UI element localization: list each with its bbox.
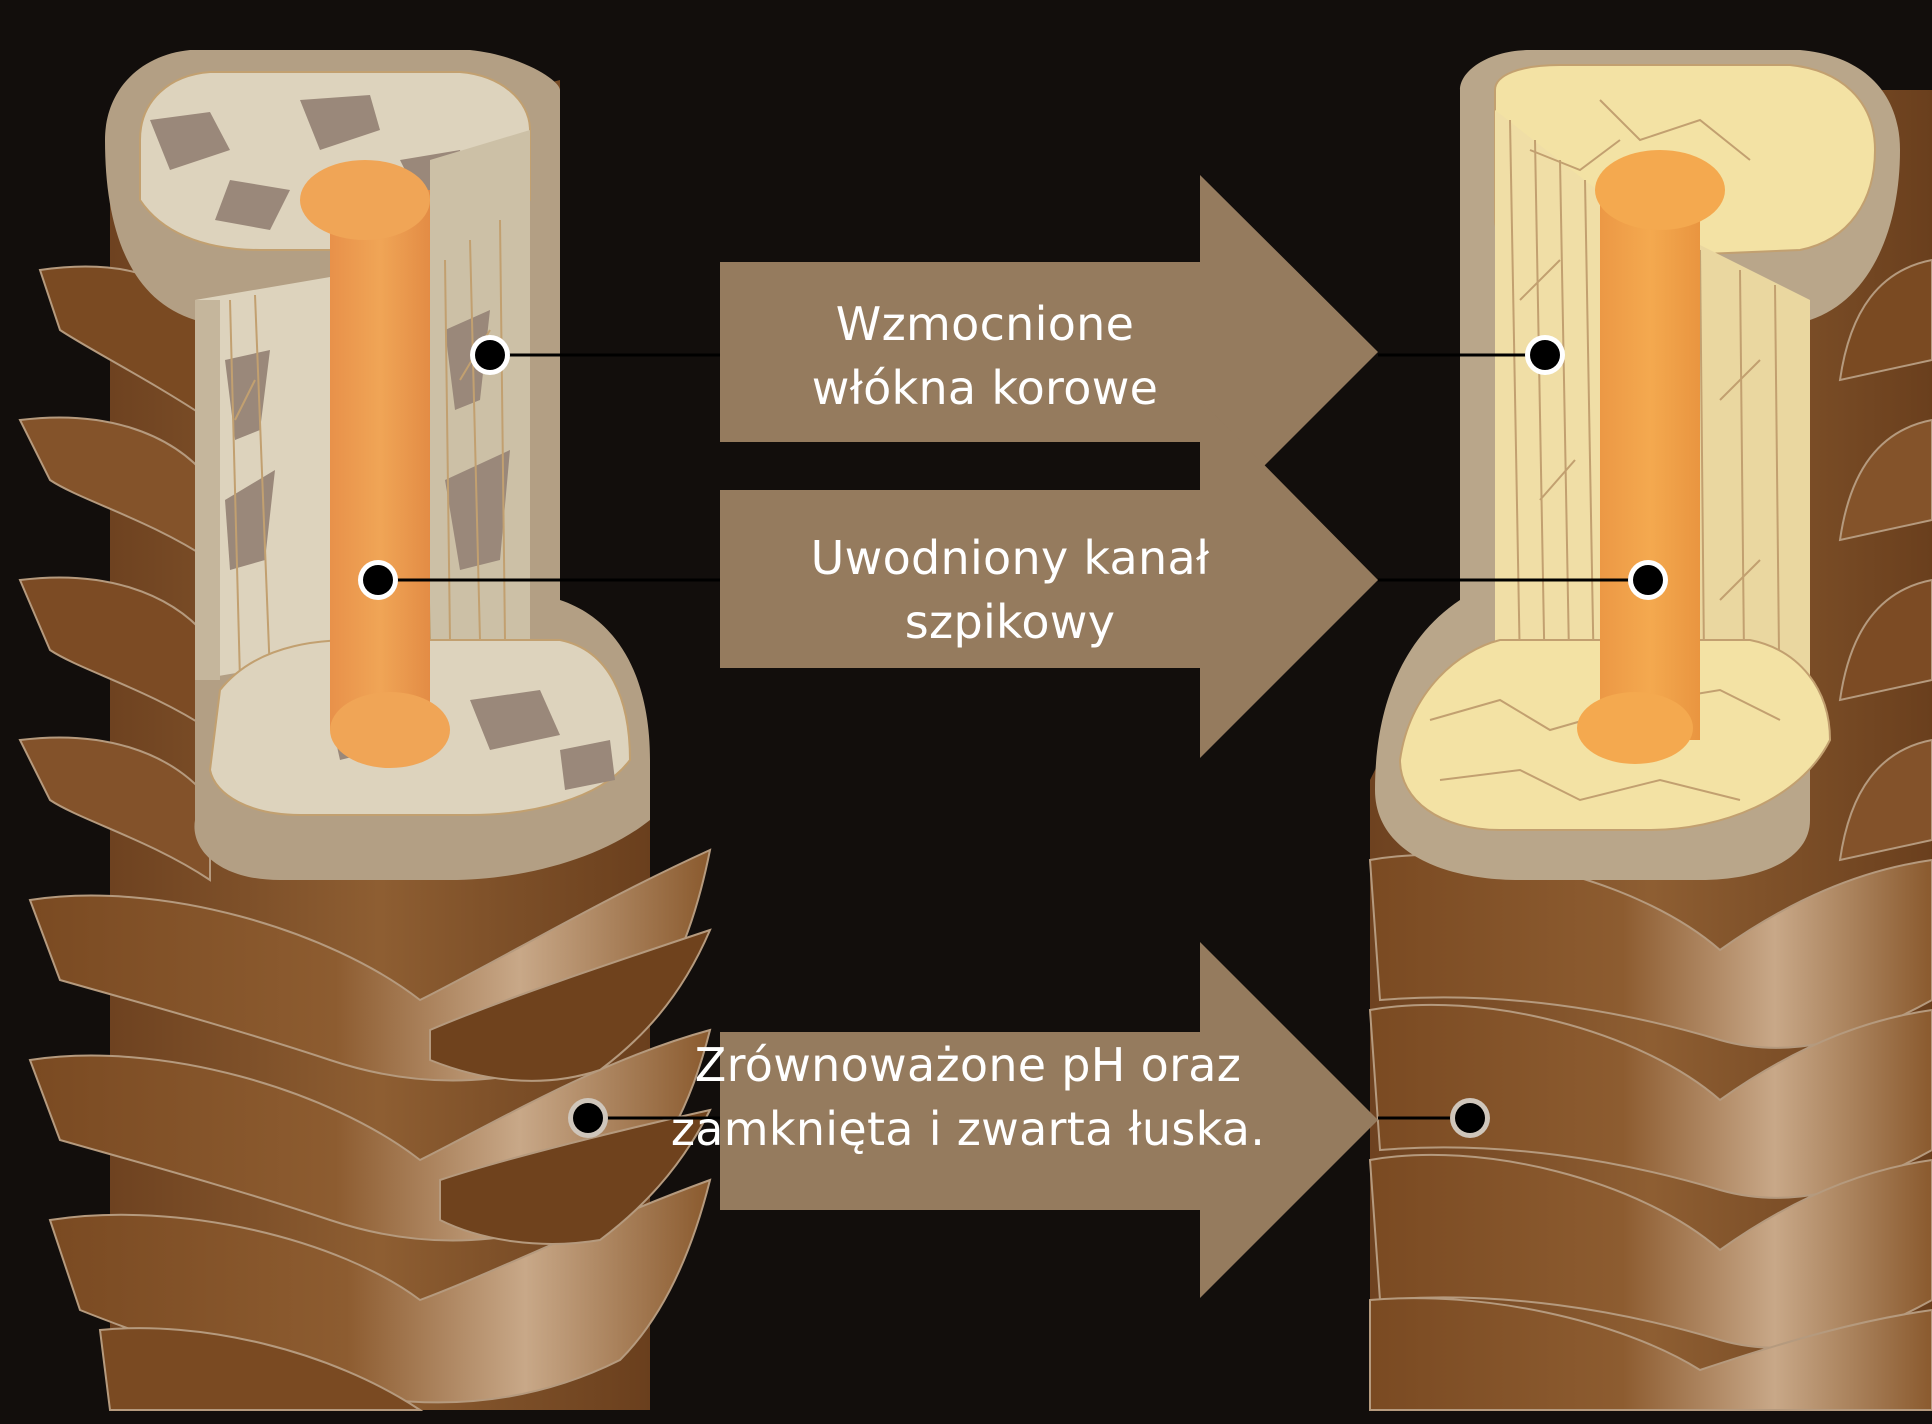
pointer-dot-cuticle-right	[1450, 1098, 1490, 1138]
pointer-dot-medulla-left	[358, 560, 398, 600]
pointer-dot-cuticle-left	[568, 1098, 608, 1138]
label-cuticle-ph: Zrównoważone pH oraz zamknięta i zwarta …	[671, 1033, 1265, 1161]
pointer-dot-cortex-left	[470, 335, 510, 375]
medulla-right	[1600, 180, 1700, 740]
label-cuticle-line2: zamknięta i zwarta łuska.	[671, 1097, 1265, 1161]
pointer-dot-cortex-right	[1525, 335, 1565, 375]
label-cortex-line2: włókna korowe	[812, 356, 1158, 420]
label-cortex-fibers: Wzmocnione włókna korowe	[812, 292, 1158, 420]
label-medulla-canal: Uwodniony kanał szpikowy	[811, 526, 1210, 654]
label-cortex-line1: Wzmocnione	[812, 292, 1158, 356]
label-medulla-line1: Uwodniony kanał	[811, 526, 1210, 590]
medulla-left	[330, 190, 430, 730]
hair-after	[1370, 50, 1932, 1410]
label-medulla-line2: szpikowy	[811, 590, 1210, 654]
pointer-dot-medulla-right	[1628, 560, 1668, 600]
hair-before	[20, 50, 710, 1410]
label-cuticle-line1: Zrównoważone pH oraz	[671, 1033, 1265, 1097]
